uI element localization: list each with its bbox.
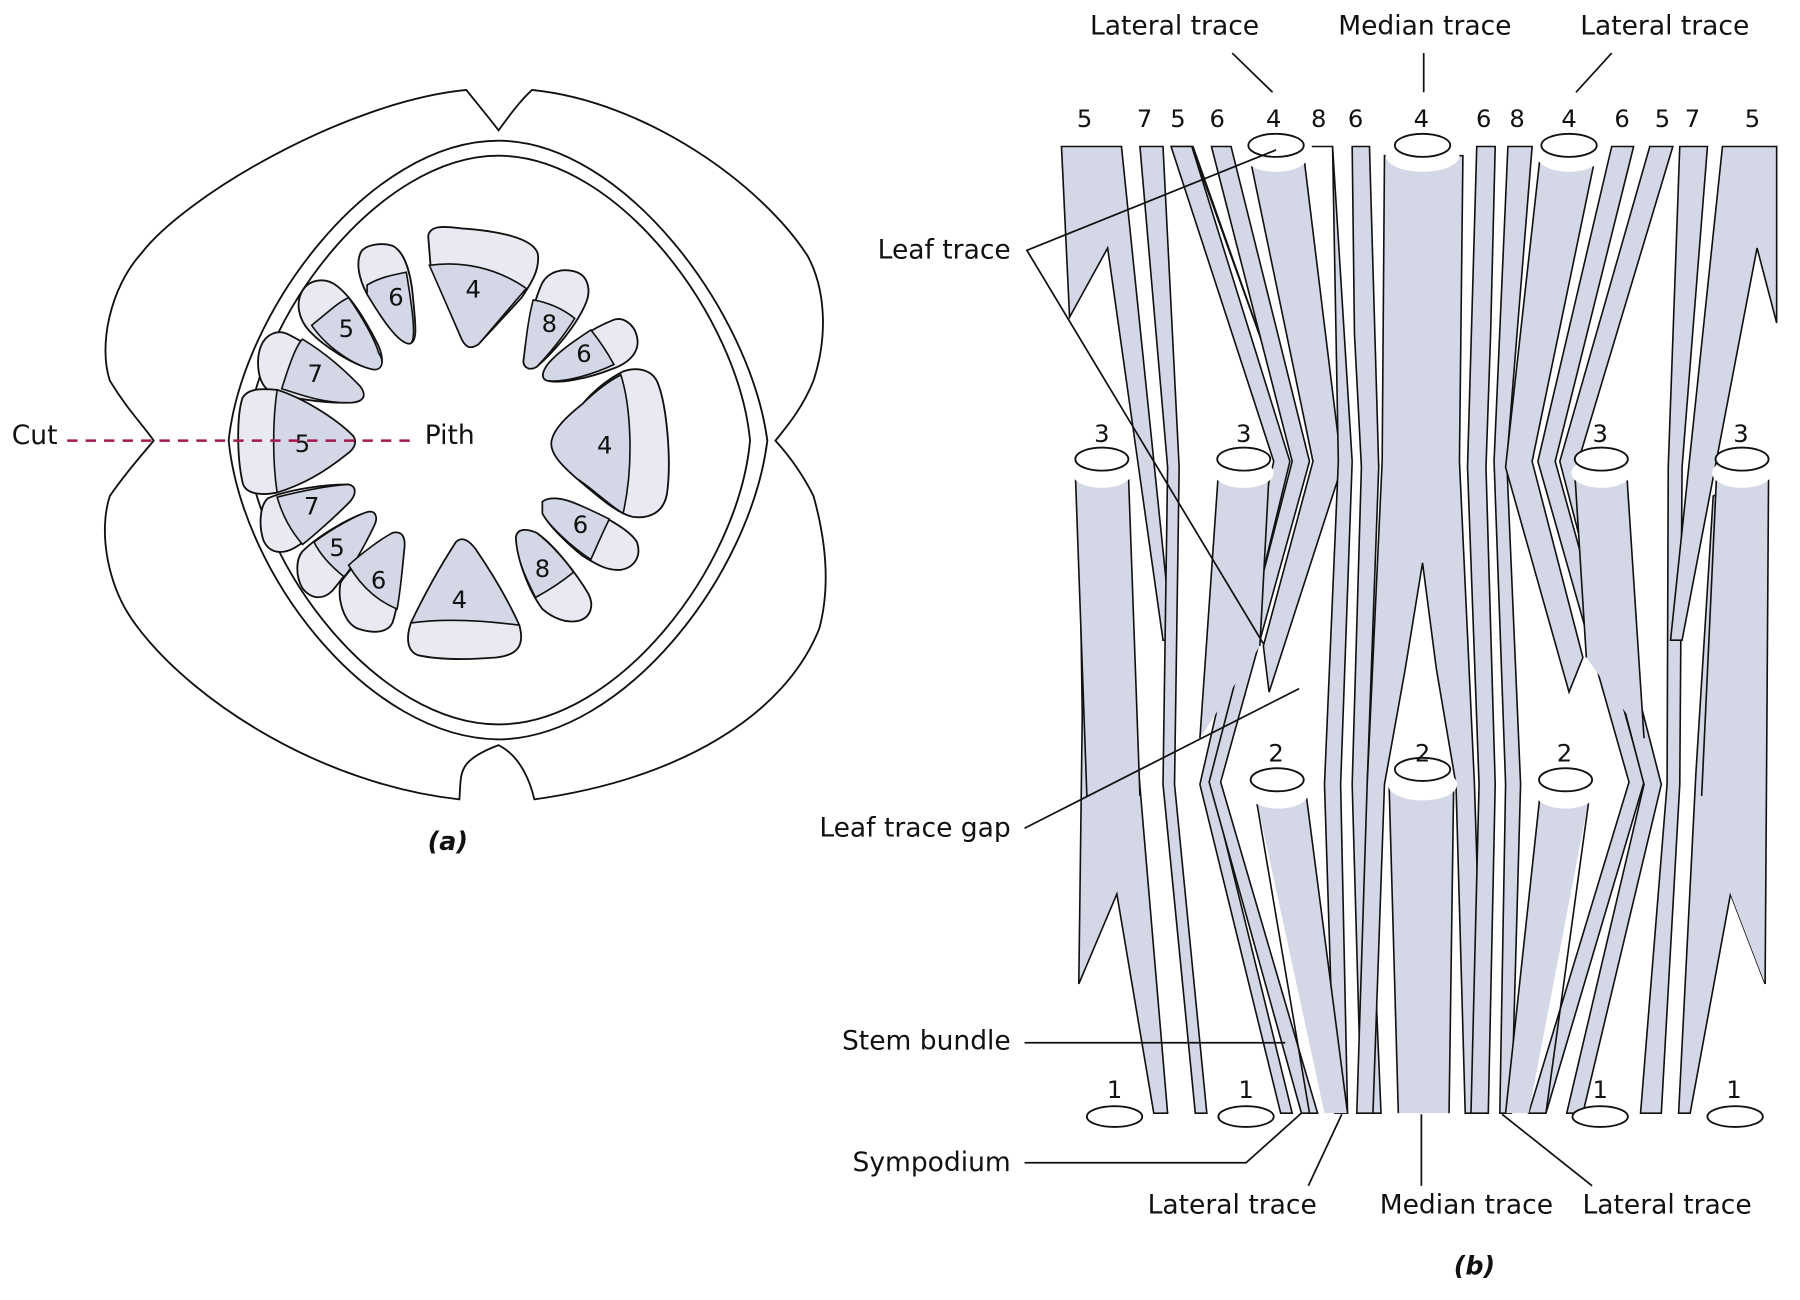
cylinder-2-b (1387, 756, 1458, 1114)
leaf-trace-gap-leader (1024, 687, 1300, 829)
cylinder-3-d (1700, 446, 1773, 984)
bundle-number: 2 (1268, 739, 1283, 767)
bundle-number: 1 (1726, 1076, 1741, 1104)
leaf-trace-1-b (1217, 1105, 1275, 1128)
bundle-number: 5 (1170, 105, 1185, 133)
bundle-number: 4 (1561, 105, 1576, 133)
bundle-number: 6 (371, 566, 386, 594)
bundle-number: 6 (573, 511, 588, 539)
bundle-bottom-4: 4 (407, 538, 523, 660)
cylinder-2-c (1504, 767, 1596, 1114)
leaf-trace-leader (1025, 149, 1277, 645)
sympodium-label: Sympodium (852, 1147, 1010, 1178)
top-lateral-trace-right-label: Lateral trace (1580, 11, 1749, 42)
bundle-top-4: 4 (427, 225, 540, 349)
bundle-upper-right-6: 6 (542, 318, 639, 383)
bundle-upper-left-5: 5 (297, 279, 383, 371)
bundle-number: 8 (1311, 105, 1326, 133)
panel-a-caption: (a) (428, 826, 468, 856)
bundle-number: 2 (1415, 739, 1430, 767)
bundle-number: 4 (1414, 105, 1429, 133)
bundle-number: 1 (1592, 1076, 1607, 1104)
leaf-trace-4-median-top (1393, 132, 1452, 158)
leaf-trace-gap-label: Leaf trace gap (819, 812, 1010, 843)
leaf-trace-label: Leaf trace (878, 234, 1011, 265)
cut-label: Cut (12, 420, 58, 451)
bottom-median-trace-label: Median trace (1380, 1189, 1553, 1220)
stem-bundle-5-left (1060, 145, 1174, 642)
panel-b-caption: (b) (1454, 1251, 1495, 1281)
bundle-number: 7 (1685, 105, 1700, 133)
bundle-number: 5 (329, 534, 344, 562)
bundle-number: 5 (295, 430, 310, 458)
bundle-lower-right-6: 6 (541, 497, 640, 571)
leaf-trace-1-d (1706, 1105, 1764, 1128)
bundle-number: 8 (542, 310, 557, 338)
bundle-number: 7 (304, 492, 319, 520)
leaf-trace-1-c (1571, 1105, 1629, 1128)
bundle-lower-right-8: 8 (514, 528, 593, 623)
stem-bundle-label: Stem bundle (842, 1026, 1011, 1057)
bundle-upper-right-8: 8 (522, 269, 590, 370)
bundle-number: 7 (307, 360, 322, 388)
bundle-number: 8 (1509, 105, 1524, 133)
stem-bundle-5-right (1669, 145, 1778, 642)
stem-bundle-6-inner-right (1466, 145, 1497, 1114)
bundle-number: 5 (339, 315, 354, 343)
bundle-upper-left-6: 6 (357, 243, 417, 345)
top-lateral-trace-left-label: Lateral trace (1090, 11, 1259, 42)
cylinder-2-a (1248, 767, 1349, 1114)
bundle-number: 6 (1614, 105, 1629, 133)
top-number-row: 5 7 5 6 4 8 6 4 6 8 4 6 5 7 5 (1077, 105, 1760, 133)
bundle-right-4: 4 (550, 368, 670, 519)
leaf-trace-4-lateral-left-top (1247, 132, 1305, 158)
bundle-lower-left-7: 7 (259, 483, 356, 553)
bundle-number: 3 (1592, 420, 1607, 448)
panel-a-stem-cross-section: 4 6 5 7 5 7 (12, 89, 827, 856)
top-median-trace-label: Median trace (1338, 11, 1511, 42)
bundle-number: 6 (576, 340, 591, 368)
bundle-number: 3 (1236, 420, 1251, 448)
cylinder-3-c (1571, 446, 1645, 739)
bundle-number: 4 (597, 431, 612, 459)
bundle-number: 5 (1077, 105, 1092, 133)
bundle-number: 3 (1094, 420, 1109, 448)
bundle-number: 4 (452, 586, 467, 614)
bottom-lateral-right-leader (1501, 1113, 1593, 1187)
bundle-number: 4 (465, 276, 480, 304)
cylinder-3-b (1199, 446, 1274, 739)
top-lateral-left-leader (1231, 52, 1274, 93)
bottom-lateral-left-leader (1307, 1113, 1343, 1187)
bundle-lower-left-6: 6 (338, 531, 406, 633)
bundle-number: 5 (1745, 105, 1760, 133)
bundle-number: 8 (535, 555, 550, 583)
panel-b-vascular-system: 5 7 5 6 4 8 6 4 6 8 4 6 5 7 5 3 3 3 3 2 … (819, 11, 1778, 1281)
pith-label: Pith (425, 420, 475, 451)
bundle-number: 6 (388, 284, 403, 312)
bundle-number: 7 (1137, 105, 1152, 133)
bundle-number: 2 (1557, 739, 1572, 767)
bundle-number: 3 (1733, 420, 1748, 448)
stem-bundle-7-left (1139, 145, 1208, 1114)
bundle-number: 5 (1655, 105, 1670, 133)
top-lateral-right-leader (1575, 52, 1613, 93)
sympodium-leader (1024, 1112, 1302, 1164)
bundle-number: 1 (1238, 1076, 1253, 1104)
bundle-number: 1 (1107, 1076, 1122, 1104)
leaf-trace-4-lateral-right-top (1540, 132, 1598, 158)
bundle-upper-left-7: 7 (257, 331, 365, 404)
bottom-lateral-trace-right-label: Lateral trace (1583, 1189, 1752, 1220)
bundle-number: 6 (1476, 105, 1491, 133)
bundle-number: 6 (1348, 105, 1363, 133)
bottom-lateral-trace-left-label: Lateral trace (1148, 1189, 1317, 1220)
median-stem-bundle (1355, 154, 1486, 1114)
leaf-trace-1-a (1085, 1105, 1144, 1128)
bundle-number: 4 (1266, 105, 1281, 133)
bundle-lower-left-5: 5 (296, 510, 377, 599)
cylinder-3-a (1071, 446, 1141, 796)
bundle-number: 6 (1210, 105, 1225, 133)
